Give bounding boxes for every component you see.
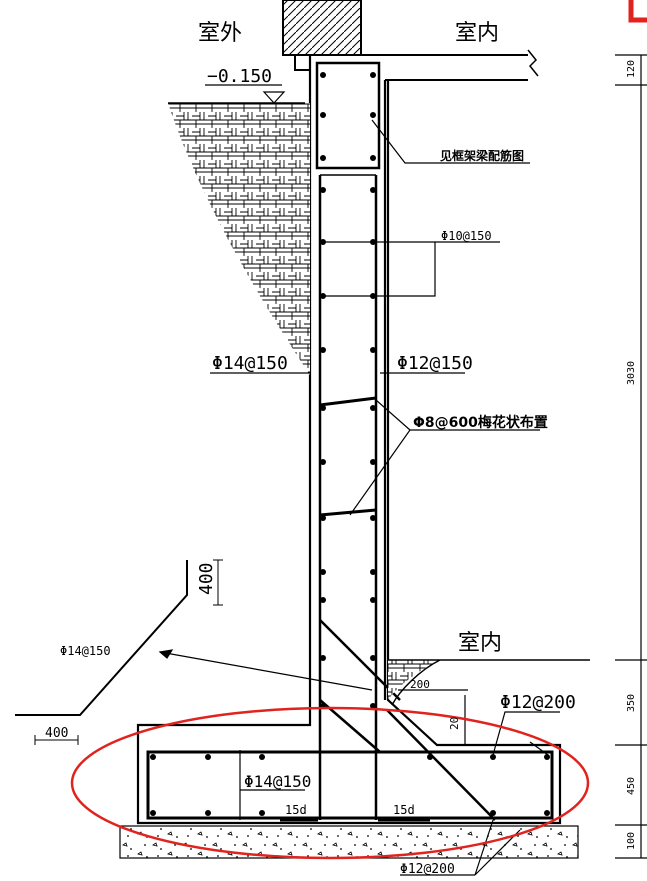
dimension-line [615, 54, 647, 859]
dim-120: 120 [626, 60, 637, 78]
footing-rebar [146, 750, 554, 820]
footing-top-label: Φ12@200 [500, 692, 576, 713]
soil-inside [388, 660, 440, 700]
footing-rebar-label: Φ14@150 [244, 772, 311, 791]
lap-label-2: 15d [393, 803, 415, 817]
lap-label-1: 15d [285, 803, 307, 817]
dim-3030: 3030 [626, 361, 637, 385]
rebar-inner-h-label: Φ10@150 [441, 229, 492, 243]
floor-slab [294, 54, 528, 81]
rebar-inner-label: Φ12@150 [397, 353, 473, 374]
corner-mark [628, 0, 647, 23]
soil-outside [168, 103, 310, 375]
leader-lines [158, 119, 560, 876]
bedding-concrete [119, 825, 579, 859]
wall-footing-outline [136, 62, 562, 825]
tie-label: Φ8@600梅花状布置 [413, 414, 548, 431]
indoor-bottom-label: 室内 [458, 631, 502, 656]
rebar-outer-label: Φ14@150 [212, 353, 288, 374]
dim-20-label: 20 [448, 717, 461, 730]
elevation-label: −0.150 [207, 66, 272, 87]
footing-bottom-label: Φ12@200 [400, 862, 455, 877]
break-line [527, 49, 539, 77]
bar-detail [15, 560, 188, 716]
left-bar-label: Φ14@150 [60, 644, 111, 658]
dim-100: 100 [626, 832, 637, 850]
elevation-marker [205, 84, 286, 104]
beam-note: 见框架梁配筋图 [440, 148, 524, 163]
upper-wall [282, 0, 362, 56]
dim-400-vertical: 400 [196, 562, 217, 595]
outdoor-label: 室外 [198, 21, 242, 46]
dim-350: 350 [626, 694, 637, 712]
dim-200-label: 200 [410, 678, 430, 691]
beam-outline [315, 61, 381, 170]
indoor-top-label: 室内 [455, 21, 499, 46]
dim-450: 450 [626, 777, 637, 795]
tie-bars [319, 396, 377, 517]
highlight-ellipse [70, 706, 590, 860]
dim-400-horizontal: 400 [45, 726, 68, 741]
vertical-rebar [318, 175, 378, 820]
rebar-dots [150, 72, 550, 816]
